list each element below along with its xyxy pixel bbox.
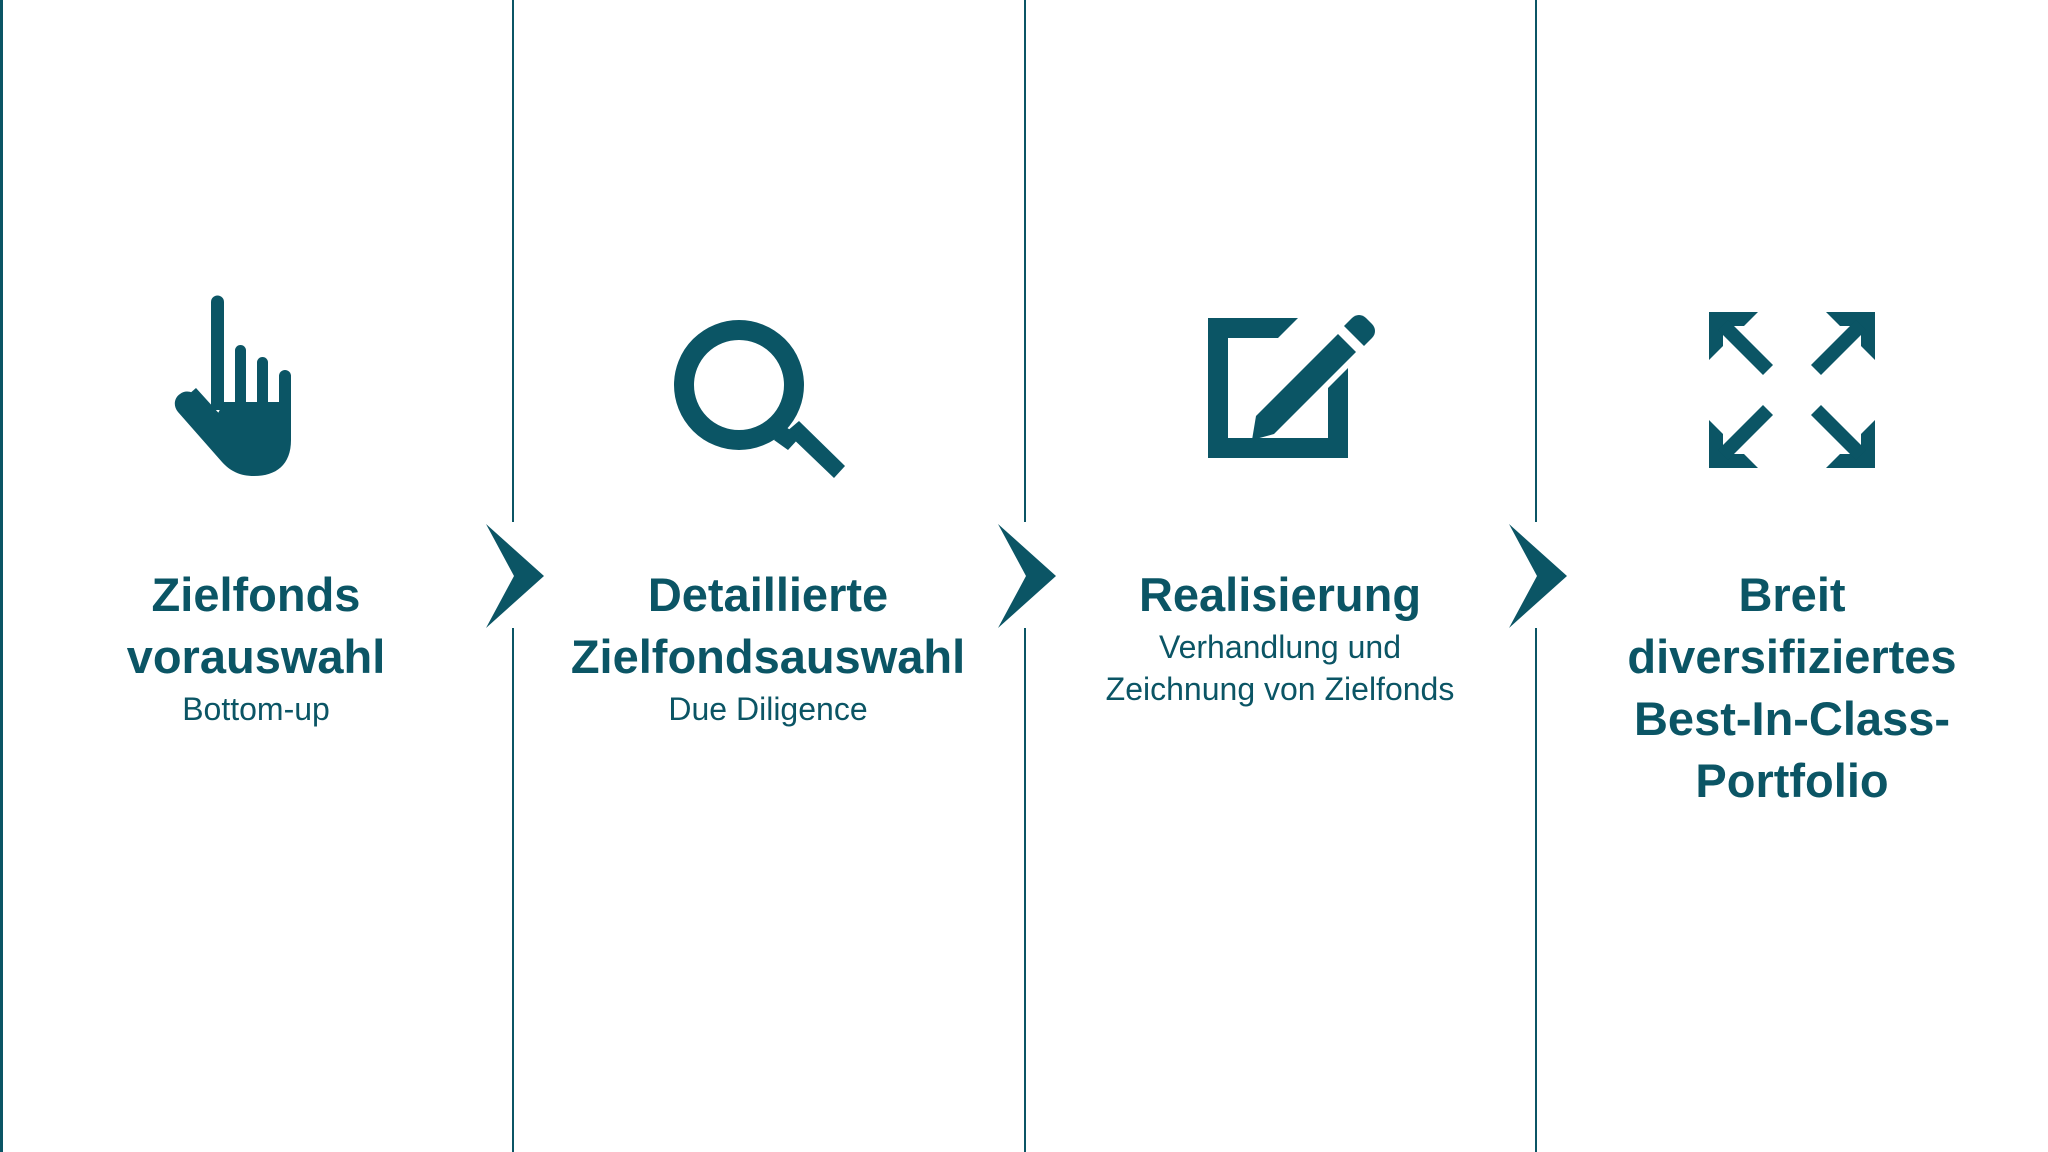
chevron-right-icon	[1509, 524, 1567, 628]
step-text: Zielfonds vorauswahl Bottom-up	[0, 564, 512, 730]
step-realisierung: Realisierung Verhandlung und Zeichnung v…	[1024, 0, 1536, 1152]
divider-line	[1535, 0, 1537, 522]
subtitle-line: Verhandlung und	[1159, 629, 1401, 665]
step-subtitle: Verhandlung und Zeichnung von Zielfonds	[1024, 626, 1536, 710]
subtitle-line: Due Diligence	[668, 691, 868, 727]
pointing-hand-icon	[156, 290, 356, 490]
divider-line	[512, 0, 514, 522]
left-edge-line	[0, 0, 3, 1152]
step-subtitle: Due Diligence	[512, 688, 1024, 730]
title-line: vorauswahl	[126, 630, 386, 683]
step-text: Realisierung Verhandlung und Zeichnung v…	[1024, 564, 1536, 710]
divider-line	[512, 628, 514, 1152]
title-line: Zielfondsauswahl	[570, 630, 966, 683]
chevron-right-icon	[486, 524, 544, 628]
title-line: diversifiziertes	[1627, 630, 1957, 683]
edit-pencil-icon	[1180, 290, 1380, 490]
divider-line	[1535, 628, 1537, 1152]
step-title: Breit diversifiziertes Best-In-Class- Po…	[1536, 564, 2048, 812]
step-zielfondsvorauswahl: Zielfonds vorauswahl Bottom-up	[0, 0, 512, 1152]
chevron-right-icon	[998, 524, 1056, 628]
subtitle-line: Zeichnung von Zielfonds	[1105, 671, 1455, 707]
title-line: Realisierung	[1138, 568, 1422, 621]
title-line: Breit	[1738, 568, 1846, 621]
step-text: Breit diversifiziertes Best-In-Class- Po…	[1536, 564, 2048, 812]
step-subtitle: Bottom-up	[0, 688, 512, 730]
step-portfolio: Breit diversifiziertes Best-In-Class- Po…	[1536, 0, 2048, 1152]
magnifier-icon	[668, 290, 868, 490]
subtitle-line: Bottom-up	[182, 691, 330, 727]
title-line: Portfolio	[1695, 754, 1889, 807]
step-title: Realisierung	[1024, 564, 1536, 626]
step-title: Detaillierte Zielfondsauswahl	[512, 564, 1024, 688]
divider-line	[1024, 628, 1026, 1152]
step-text: Detaillierte Zielfondsauswahl Due Dilige…	[512, 564, 1024, 730]
expand-arrows-icon	[1692, 290, 1892, 490]
step-title: Zielfonds vorauswahl	[0, 564, 512, 688]
title-line: Detaillierte	[647, 568, 889, 621]
step-detaillierte-zielfondsauswahl: Detaillierte Zielfondsauswahl Due Dilige…	[512, 0, 1024, 1152]
title-line: Best-In-Class-	[1633, 692, 1950, 745]
title-line: Zielfonds	[151, 568, 361, 621]
divider-line	[1024, 0, 1026, 522]
